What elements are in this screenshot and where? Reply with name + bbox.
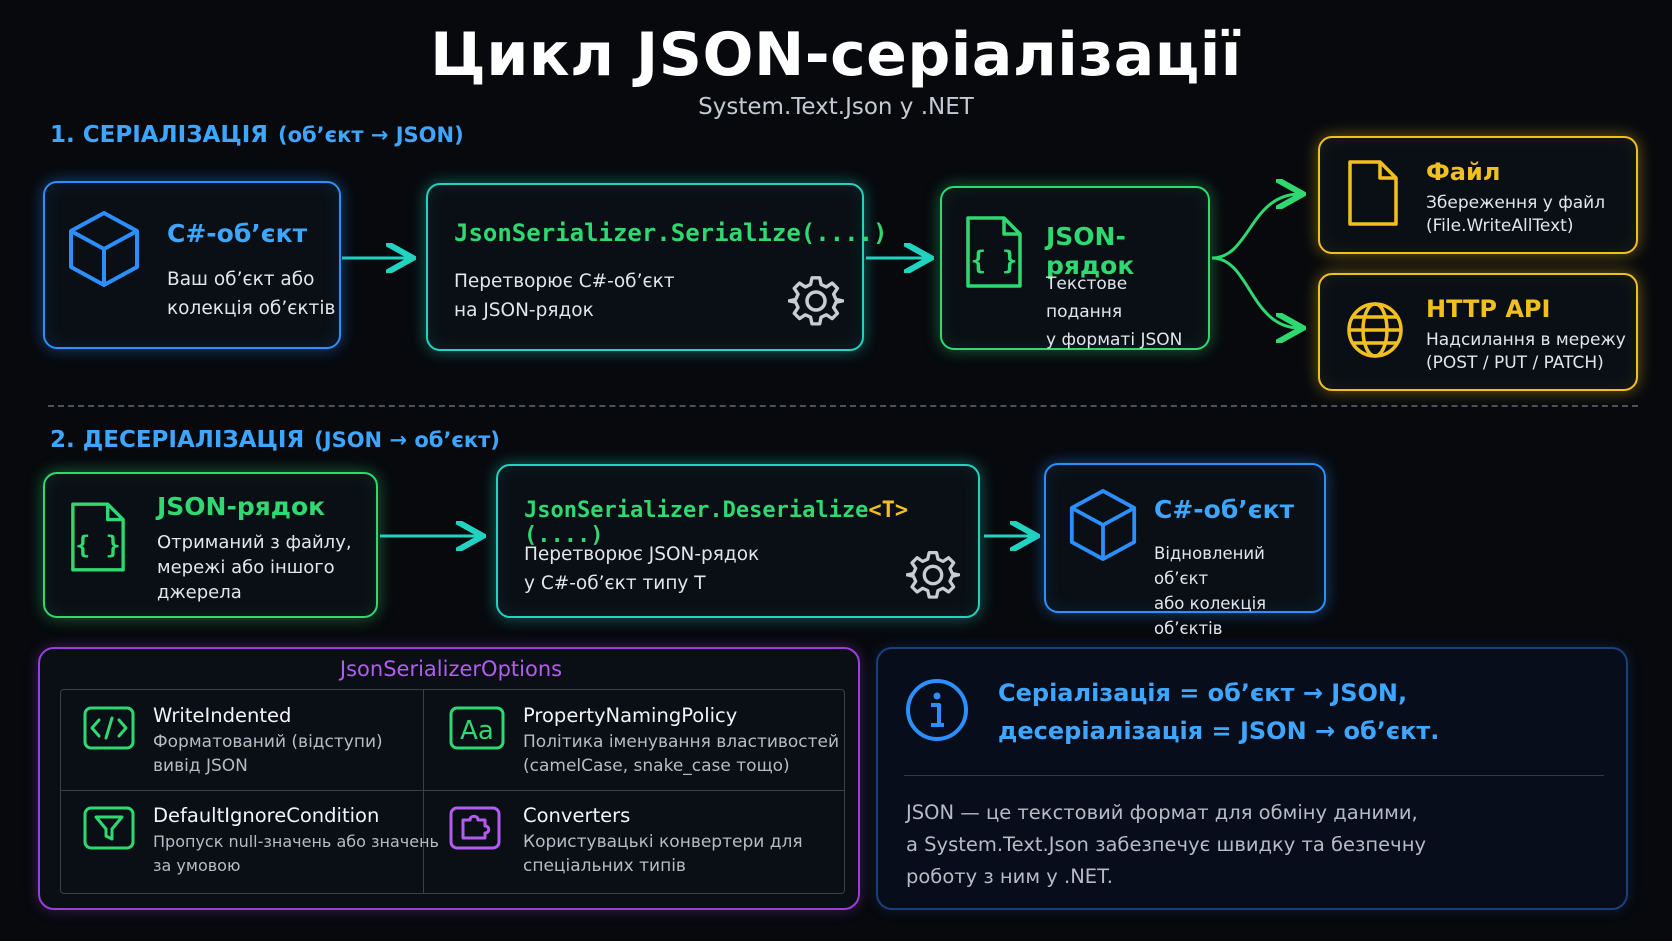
method-title-generic: <T> (868, 498, 909, 523)
section-divider (48, 405, 1638, 407)
info-panel: Серіалізація = об’єкт → JSON, десеріаліз… (876, 647, 1628, 910)
method-title: JsonSerializer.Deserialize<T> (....) (524, 498, 978, 548)
method-title: JsonSerializer.Serialize(....) (454, 219, 888, 247)
target-card-file: Файл Збереження у файл (File.WriteAllTex… (1318, 136, 1638, 254)
card-description: Текстове подання у форматі JSON (1046, 274, 1183, 350)
card-title: HTTP API (1426, 295, 1551, 323)
option-description: Форматований (відступи) вивід JSON (153, 732, 383, 776)
options-grid: WriteIndented Форматований (відступи) ви… (60, 689, 845, 894)
info-icon (906, 679, 968, 741)
info-divider (904, 775, 1604, 776)
info-summary-line-2: десеріалізація = JSON → об’єкт. (998, 717, 1440, 745)
option-name: WriteIndented (153, 704, 292, 727)
card-description: Перетворює JSON-рядок у C#-об’єкт типу T (524, 544, 760, 594)
serialization-source-card: C#-об’єкт Ваш об’єкт або колекція об’єкт… (43, 181, 341, 349)
card-title: JSON-рядок (1046, 222, 1135, 280)
svg-text:{ }: { } (75, 530, 120, 559)
cube-icon (69, 211, 139, 287)
card-description: Перетворює C#-об’єкт на JSON-рядок (454, 271, 675, 321)
serialization-result-card: { } JSON-рядок Текстове подання у формат… (940, 186, 1210, 350)
serialization-heading: 1. СЕРІАЛІЗАЦІЯ (об’єкт → JSON) (50, 122, 464, 148)
card-description: Надсилання в мережу (POST / PUT / PATCH) (1426, 330, 1626, 373)
method-title-suffix: (....) (524, 523, 604, 548)
card-description: Відновлений об’єкт або колекція об’єктів (1154, 544, 1267, 638)
globe-icon (1347, 302, 1403, 358)
option-description: Політика іменування властивостей (camelC… (523, 732, 840, 776)
svg-text:{ }: { } (971, 246, 1018, 276)
info-summary-line-1: Серіалізація = об’єкт → JSON, (998, 679, 1408, 707)
options-panel: JsonSerializerOptions WriteIndented Форм… (38, 647, 860, 910)
section-title: ДЕСЕРІАЛІЗАЦІЯ (82, 427, 305, 453)
page-title: Цикл JSON-серіалізації (430, 20, 1242, 90)
json-file-icon: { } (71, 502, 125, 572)
deserialization-source-card: { } JSON-рядок Отриманий з файлу, мережі… (43, 472, 378, 618)
method-title-prefix: JsonSerializer.Deserialize (524, 498, 869, 523)
card-title: C#-об’єкт (167, 219, 308, 248)
code-icon (83, 706, 135, 750)
serialize-method-card: JsonSerializer.Serialize(....) Перетворю… (426, 183, 887, 351)
svg-text:Aa: Aa (460, 716, 494, 746)
filter-icon (83, 806, 135, 850)
section-direction: (об’єкт → JSON) (277, 123, 464, 147)
card-title: C#-об’єкт (1154, 495, 1295, 524)
section-number: 2. (50, 427, 75, 453)
option-description: Пропуск null-значень або значень за умов… (153, 832, 439, 875)
cube-icon (1069, 489, 1137, 561)
options-title: JsonSerializerOptions (339, 657, 563, 681)
gear-icon (906, 551, 960, 599)
arrow-json-to-targets (1211, 194, 1300, 328)
card-description: Збереження у файл (File.WriteAllText) (1426, 193, 1606, 236)
text-case-icon: Aa (449, 706, 505, 750)
gear-icon (788, 276, 844, 326)
option-name: Converters (523, 804, 631, 827)
section-number: 1. (50, 122, 75, 148)
option-name: DefaultIgnoreCondition (153, 804, 380, 827)
card-description: Отриманий з файлу, мережі або іншого дже… (157, 532, 352, 603)
card-description: Ваш об’єкт або колекція об’єктів (167, 269, 336, 319)
option-description: Користувацькі конвертери для спеціальних… (523, 832, 803, 876)
page-subtitle: System.Text.Json у .NET (698, 94, 974, 120)
section-title: СЕРІАЛІЗАЦІЯ (82, 122, 268, 148)
section-direction: (JSON → об’єкт) (314, 428, 500, 452)
deserialization-result-card: C#-об’єкт Відновлений об’єкт або колекці… (1044, 463, 1326, 638)
option-name: PropertyNamingPolicy (523, 704, 738, 727)
card-title: Файл (1426, 158, 1501, 186)
json-file-icon: { } (966, 216, 1022, 288)
file-icon (1348, 160, 1398, 226)
puzzle-icon (449, 806, 501, 850)
card-title: JSON-рядок (157, 492, 326, 521)
deserialization-heading: 2. ДЕСЕРІАЛІЗАЦІЯ (JSON → об’єкт) (50, 427, 500, 453)
target-card-http: HTTP API Надсилання в мережу (POST / PUT… (1318, 273, 1638, 391)
deserialize-method-card: JsonSerializer.Deserialize<T> (....) Пере… (496, 464, 980, 618)
info-body: JSON — це текстовий формат для обміну да… (906, 801, 1426, 888)
